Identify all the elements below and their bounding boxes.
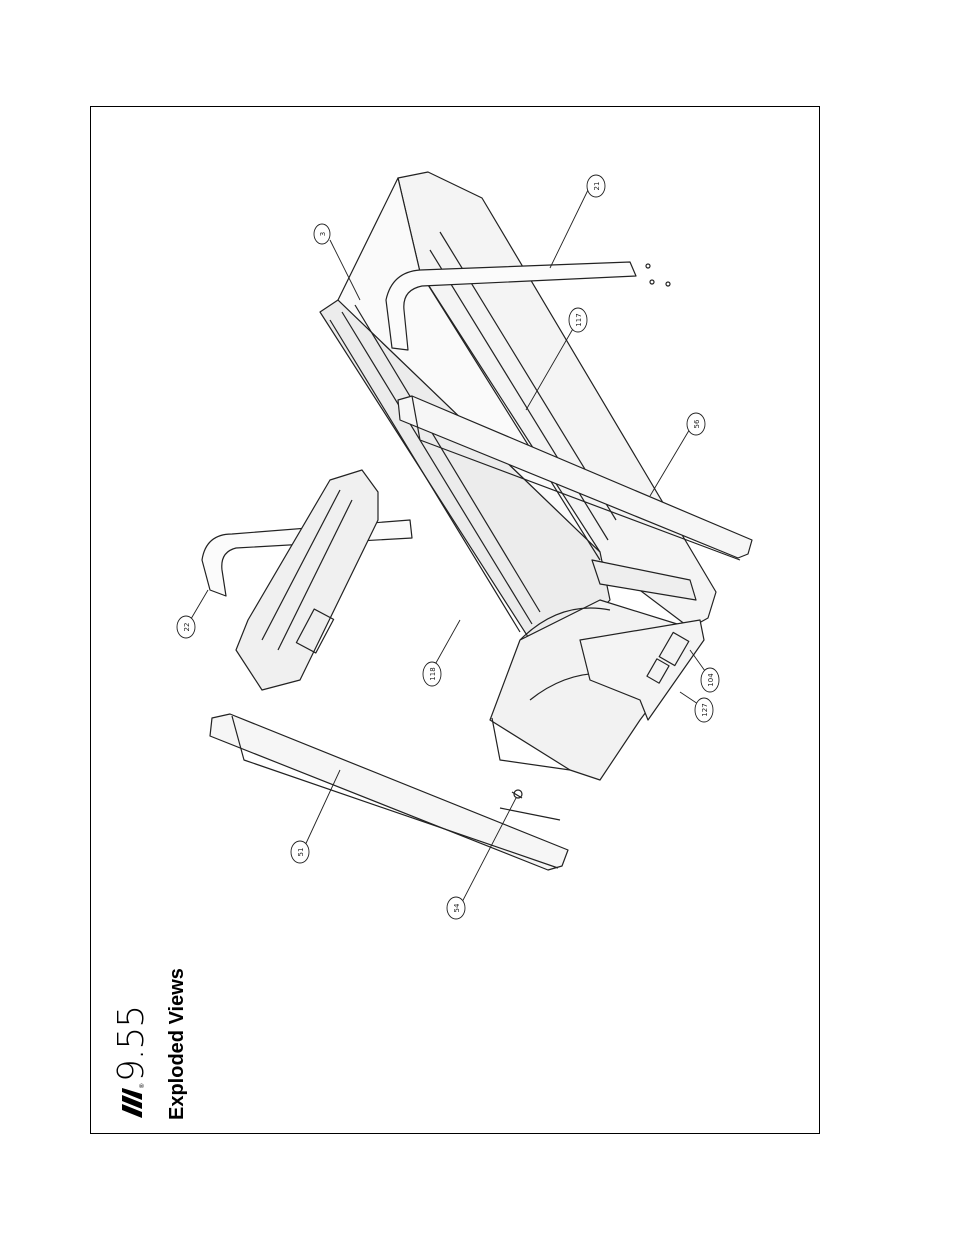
handlebar-22-console (202, 470, 412, 690)
callout-117-label: 117 (575, 313, 583, 326)
callout-118-label: 118 (429, 667, 437, 680)
callout-51-label: 51 (297, 848, 305, 857)
title-block: ® 9.55 Exploded Views (108, 920, 198, 1120)
callout-3-label: 3 (319, 232, 327, 236)
callout-22-label: 22 (183, 623, 191, 632)
model-number: 9.55 (114, 1006, 150, 1082)
callout-104-label: 104 (707, 673, 715, 687)
callout-127-label: 127 (701, 703, 709, 716)
page-title: Exploded Views (166, 968, 189, 1120)
screw-54 (512, 790, 522, 798)
callout-56-label: 56 (693, 419, 701, 428)
registered-mark: ® (140, 1084, 146, 1088)
callout-21-label: 21 (593, 182, 601, 191)
brand-stripes-logo (118, 1086, 146, 1120)
treadmill-deck (320, 172, 716, 640)
callout-54-label: 54 (453, 903, 461, 912)
